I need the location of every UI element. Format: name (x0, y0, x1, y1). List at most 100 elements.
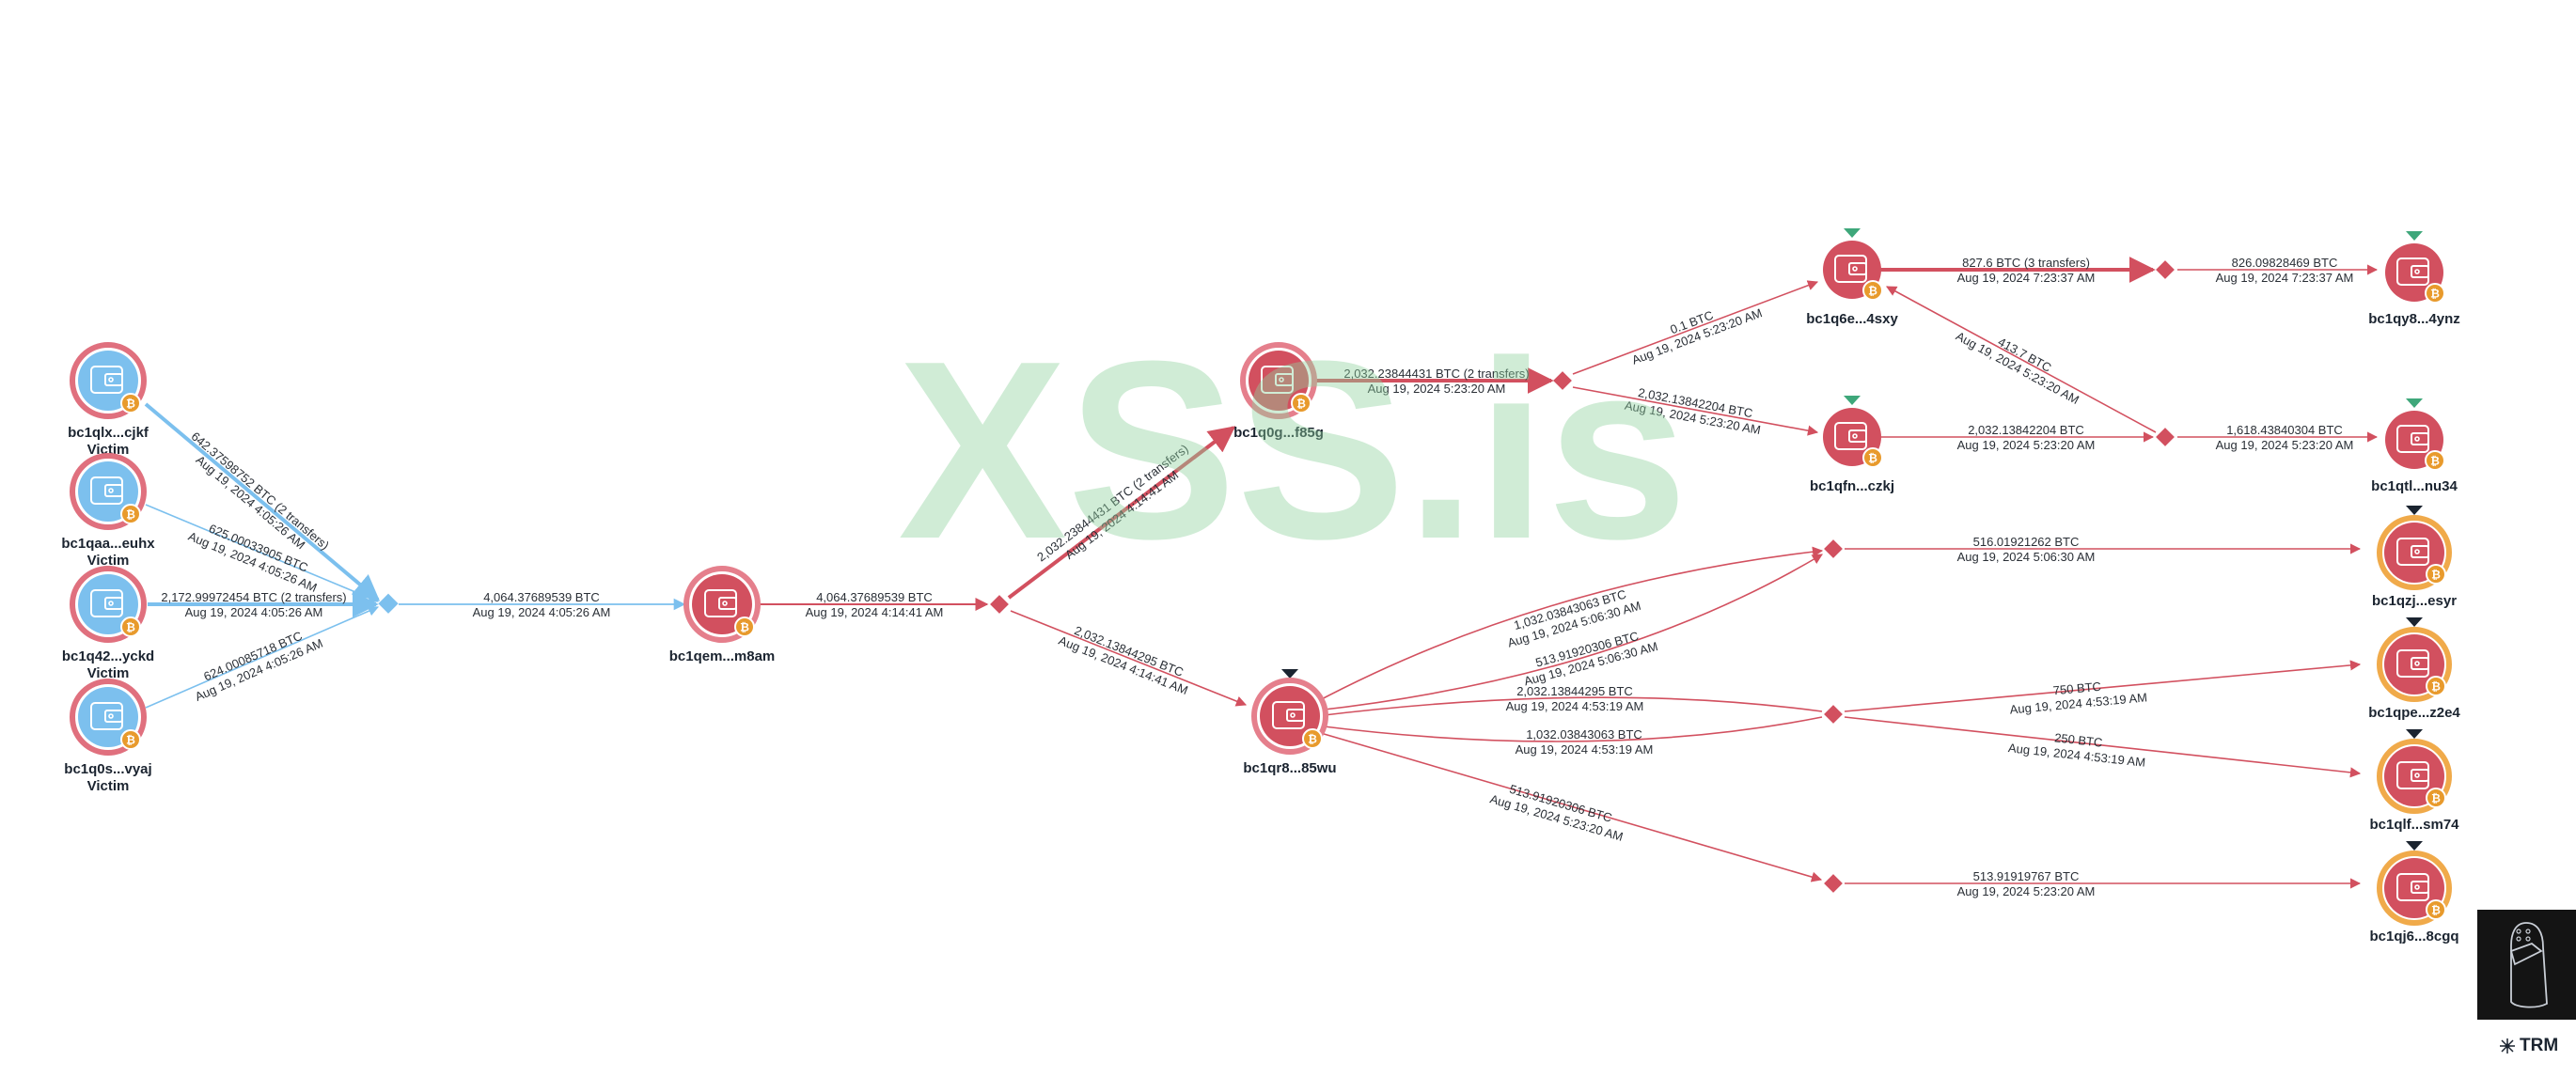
bitcoin-icon (120, 617, 141, 637)
expand-marker-icon[interactable] (2406, 841, 2423, 851)
edge-diamondF-z2e4[interactable] (1844, 660, 2362, 712)
edge-amount: 826.09828469 BTC (2232, 256, 2338, 270)
edge-time: Aug 19, 2024 7:23:37 AM (1957, 271, 2096, 285)
edge-time: Aug 19, 2024 5:06:30 AM (1957, 550, 2096, 564)
wallet-node-z2e4[interactable]: bc1qpe...z2e4 (2368, 617, 2460, 721)
edge-diamondF-85wu-2[interactable] (1314, 716, 1823, 742)
wallet-node-victim4[interactable]: bc1q0s...vyaj Victim (64, 679, 152, 794)
bitcoin-icon (1862, 447, 1883, 468)
hub-diamond[interactable] (378, 593, 399, 614)
diamond-g[interactable] (1824, 874, 1843, 893)
node-address: bc1qem...m8am (669, 648, 776, 664)
node-tag: Victim (87, 442, 130, 458)
ghost-avatar-panel (2477, 910, 2576, 1020)
edge-amount: 2,032.23844431 BTC (2 transfers) (1343, 367, 1529, 381)
edge-diamondA-85wu[interactable] (1010, 610, 1248, 707)
bitcoin-icon (2426, 564, 2446, 585)
expand-marker-icon[interactable] (2406, 617, 2423, 627)
expand-marker-icon[interactable] (2406, 231, 2423, 241)
edge-amount: 750 BTC (2052, 679, 2101, 698)
wallet-node-esyr[interactable]: bc1qzj...esyr (2372, 506, 2457, 609)
asterisk-node-icon (2500, 1038, 2515, 1054)
wallet-node-victim3[interactable]: bc1q42...yckd Victim (62, 566, 154, 681)
edge-amount: 250 BTC (2053, 730, 2103, 749)
edge-amount: 2,032.13842204 BTC (1968, 423, 2084, 437)
wallet-node-victim1[interactable]: bc1qlx...cjkf Victim (68, 342, 149, 458)
node-tag: Victim (87, 778, 130, 794)
edge-85wu-diamondE-2[interactable] (1315, 554, 1823, 711)
expand-marker-icon[interactable] (1281, 669, 1298, 679)
edge-diamondD-4sxy[interactable] (1886, 286, 2157, 433)
node-address: bc1qaa...euhx (61, 536, 155, 552)
edge-diamondA-f85g[interactable] (1007, 426, 1236, 600)
wallet-node-sm74[interactable]: bc1qlf...sm74 (2369, 729, 2459, 833)
edge-time: Aug 19, 2024 4:14:41 AM (806, 605, 944, 619)
node-address: bc1q42...yckd (62, 648, 154, 664)
expand-marker-icon[interactable] (2406, 506, 2423, 515)
node-address: bc1qr8...85wu (1243, 760, 1336, 776)
expand-marker-icon[interactable] (2406, 729, 2423, 739)
wallet-node-4ynz[interactable]: bc1qy8...4ynz (2368, 231, 2460, 327)
diamond-a[interactable] (990, 595, 1009, 614)
edge-victim2-hub[interactable] (145, 504, 380, 603)
bitcoin-icon (1862, 280, 1883, 301)
wallet-node-85wu[interactable]: bc1qr8...85wu (1243, 669, 1337, 776)
edge-time: Aug 19, 2024 5:23:20 AM (2216, 438, 2354, 452)
edge-amount: 4,064.37689539 BTC (483, 590, 600, 604)
node-address: bc1qy8...4ynz (2368, 311, 2460, 327)
edge-victim4-hub[interactable] (145, 605, 380, 709)
wallet-node-4sxy[interactable]: bc1q6e...4sxy (1806, 228, 1898, 327)
edge-time: Aug 19, 2024 5:23:20 AM (1954, 329, 2081, 407)
edge-time: Aug 19, 2024 4:05:26 AM (473, 605, 611, 619)
edge-diamondB-4sxy[interactable] (1572, 280, 1819, 375)
wallet-node-victim2[interactable]: bc1qaa...euhx Victim (61, 453, 155, 569)
watermark-text: XSS.is (898, 309, 1688, 592)
wallet-node-8cgq[interactable]: bc1qj6...8cgq (2369, 841, 2459, 944)
bitcoin-icon (2425, 450, 2445, 471)
edge-time: Aug 19, 2024 7:23:37 AM (2216, 271, 2354, 285)
edge-amount: 513.91919767 BTC (1973, 869, 2080, 883)
trm-logo: TRM (2499, 1036, 2558, 1056)
node-address: bc1qlf...sm74 (2369, 817, 2459, 833)
edge-time: Aug 19, 2024 4:53:19 AM (1506, 699, 1644, 713)
bitcoin-icon (120, 729, 141, 750)
diamond-f[interactable] (1824, 705, 1843, 724)
edge-85wu-diamondE-1[interactable] (1313, 546, 1824, 704)
edge-diamondF-sm74[interactable] (1844, 716, 2362, 778)
bitcoin-icon (2426, 788, 2446, 808)
edge-time: Aug 19, 2024 5:23:20 AM (1368, 382, 1506, 396)
wallet-node-nu34[interactable]: bc1qtl...nu34 (2371, 398, 2458, 494)
node-address: bc1qtl...nu34 (2371, 478, 2458, 494)
expand-marker-icon[interactable] (1844, 228, 1861, 238)
edge-diamondB-czkj[interactable] (1572, 386, 1819, 436)
edge-amount: 2,172.99972454 BTC (2 transfers) (161, 590, 346, 604)
edge-85wu-diamondG[interactable] (1313, 730, 1823, 882)
edge-time: Aug 19, 2024 5:23:20 AM (1957, 438, 2096, 452)
trm-logo-text: TRM (2520, 1036, 2559, 1055)
edge-amount: 1,032.03843063 BTC (1526, 727, 1642, 741)
diamond-d[interactable] (2156, 428, 2175, 446)
edge-amount: 516.01921262 BTC (1973, 535, 2080, 549)
wallet-node-czkj[interactable]: bc1qfn...czkj (1810, 396, 1894, 494)
expand-marker-icon[interactable] (2406, 398, 2423, 408)
diamond-b[interactable] (1553, 371, 1572, 390)
node-address: bc1qpe...z2e4 (2368, 705, 2460, 721)
edge-amount: 2,032.13844295 BTC (1516, 684, 1633, 698)
bitcoin-icon (2426, 676, 2446, 696)
nodes: bc1qlx...cjkf Victim bc1qaa...euhx Victi… (61, 228, 2460, 944)
bitcoin-icon (120, 393, 141, 414)
diamond-c[interactable] (2156, 260, 2175, 279)
edge-diamondF-85wu-1[interactable] (1314, 696, 1823, 721)
expand-marker-icon[interactable] (1844, 396, 1861, 405)
node-address: bc1qfn...czkj (1810, 478, 1894, 494)
ghost-penguin-icon (2509, 922, 2548, 1008)
edge-amount: 1,618.43840304 BTC (2226, 423, 2343, 437)
diamonds (378, 260, 2175, 893)
edge-time: Aug 19, 2024 4:05:26 AM (185, 605, 323, 619)
wallet-node-f85g[interactable]: bc1q0g...f85g (1233, 342, 1324, 441)
edges (144, 257, 2379, 889)
wallet-node-m8am[interactable]: bc1qem...m8am (669, 566, 776, 664)
edge-victim1-hub[interactable] (144, 402, 381, 601)
diamond-e[interactable] (1824, 539, 1843, 558)
